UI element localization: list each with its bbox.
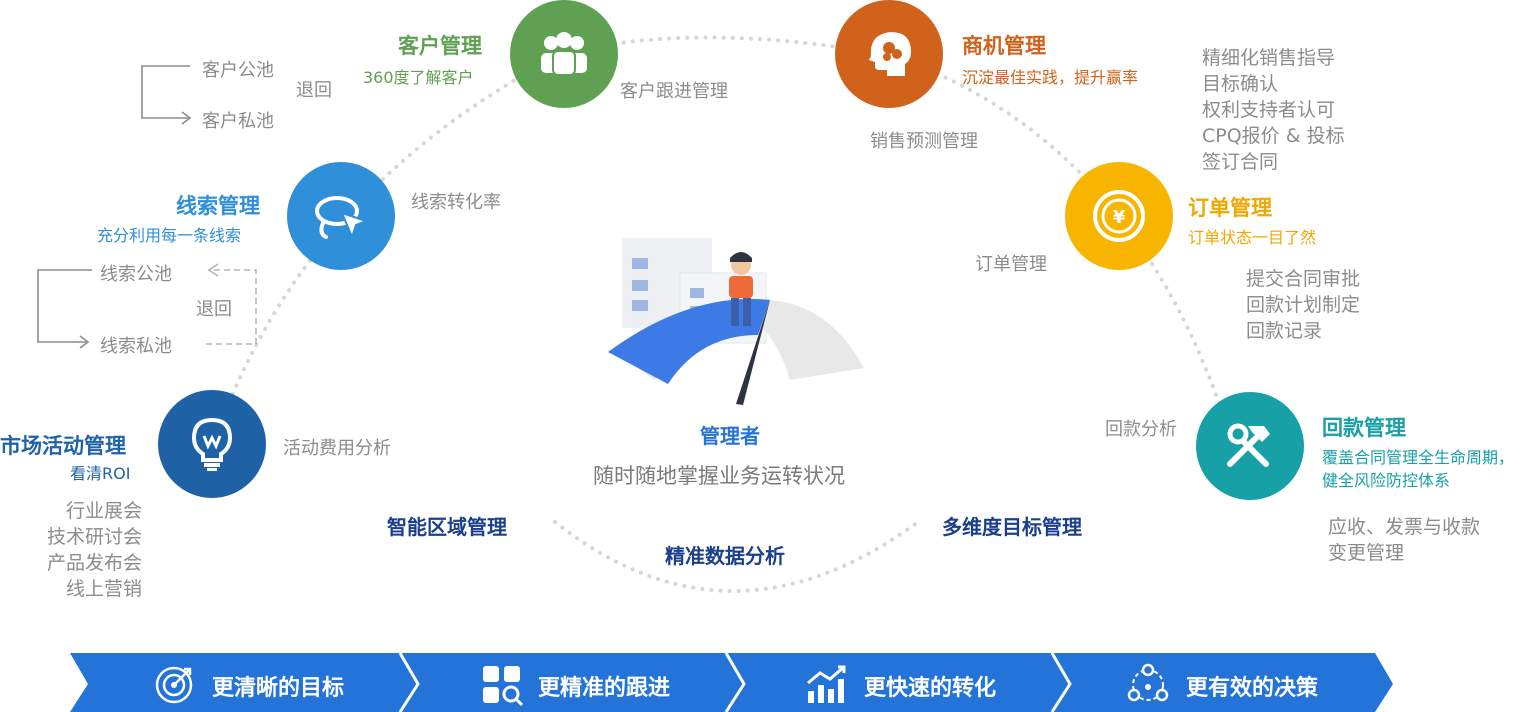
opportunity-step: 签订合同 — [1202, 151, 1279, 173]
order-step: 回款记录 — [1246, 320, 1323, 342]
lead-pool-private: 线索私池 — [100, 336, 172, 357]
network-icon — [1127, 663, 1169, 702]
payment-step: 变更管理 — [1328, 542, 1405, 564]
lead-pool-bracket — [37, 269, 92, 343]
marketing-item: 产品发布会 — [46, 552, 142, 574]
payment-link-label: 回款分析 — [1105, 419, 1177, 440]
opportunity-step: 权利支持者认可 — [1202, 99, 1336, 121]
banner-segment-1 — [70, 653, 418, 712]
hammer-wrench-icon — [1227, 423, 1270, 467]
customer-return-label: 退回 — [296, 80, 332, 101]
lead-subtitle: 充分利用每一条线索 — [97, 226, 242, 245]
banner-label-1: 更清晰的目标 — [212, 676, 345, 701]
opportunity-node[interactable] — [835, 0, 943, 108]
customer-title: 客户管理 — [398, 34, 482, 58]
marketing-title: 市场活动管理 — [0, 434, 126, 458]
order-subtitle: 订单状态一目了然 — [1188, 228, 1317, 247]
marketing-item: 线上营销 — [65, 578, 142, 600]
opportunity-step: 目标确认 — [1202, 73, 1279, 95]
grid-search-icon — [483, 666, 524, 707]
banner-label-4: 更有效的决策 — [1186, 676, 1319, 701]
order-title: 订单管理 — [1188, 196, 1272, 220]
customer-pool-private: 客户私池 — [202, 111, 274, 132]
marketing-item: 技术研讨会 — [46, 526, 142, 548]
banner-separator — [1050, 652, 1072, 712]
lead-return-label: 退回 — [196, 299, 232, 320]
payment-subtitle-line1: 覆盖合同管理全生命周期， — [1322, 448, 1515, 467]
order-link-label: 订单管理 — [975, 254, 1047, 275]
customer-pool-arrowhead — [181, 111, 192, 125]
lasso-cursor-icon — [315, 196, 369, 240]
customer-link-label: 客户跟进管理 — [620, 81, 728, 102]
target-icon — [155, 666, 193, 704]
bottom-dotted-arc — [553, 520, 920, 593]
lead-link-label: 线索转化率 — [411, 192, 501, 213]
banner-separator — [724, 652, 746, 712]
opportunity-step: 精细化销售指导 — [1202, 47, 1336, 69]
payment-title: 回款管理 — [1322, 416, 1406, 440]
brain-head-icon — [869, 32, 911, 76]
customer-node[interactable] — [510, 0, 618, 108]
banner-label-2: 更精准的跟进 — [538, 676, 671, 701]
bottom-middle-label: 精准数据分析 — [665, 544, 785, 568]
lead-return-dashed — [206, 269, 257, 345]
payment-step: 应收、发票与收款 — [1328, 516, 1481, 538]
payment-subtitle-line2: 健全风险防控体系 — [1322, 471, 1451, 490]
marketing-node[interactable] — [158, 390, 266, 498]
lead-pool-public: 线索公池 — [100, 264, 172, 285]
opportunity-step: CPQ报价 & 投标 — [1202, 125, 1345, 147]
banner-separator — [398, 652, 420, 712]
lightbulb-icon — [191, 417, 233, 471]
lead-title: 线索管理 — [176, 194, 260, 218]
lead-pool-arrowhead — [79, 335, 90, 349]
marketing-item: 行业展会 — [65, 500, 142, 522]
order-step: 回款计划制定 — [1246, 294, 1361, 316]
order-step: 提交合同审批 — [1246, 268, 1361, 290]
dashboard-illustration — [608, 238, 864, 405]
opportunity-steps: 精细化销售指导 目标确认 权利支持者认可 CPQ报价 & 投标 签订合同 — [1202, 45, 1345, 175]
lead-return-arrowhead — [207, 263, 219, 277]
bar-chart-icon — [807, 665, 846, 703]
opportunity-title: 商机管理 — [962, 34, 1046, 58]
svg-text:¥: ¥ — [1113, 207, 1126, 228]
bottom-right-label: 多维度目标管理 — [942, 515, 1082, 539]
banner-label-3: 更快速的转化 — [864, 676, 997, 701]
payment-node[interactable] — [1196, 392, 1304, 500]
order-node[interactable]: ¥ — [1065, 162, 1173, 270]
marketing-subtitle: 看清ROI — [70, 464, 131, 483]
opportunity-link-label: 销售预测管理 — [870, 131, 978, 152]
marketing-items: 行业展会 技术研讨会 产品发布会 线上营销 — [32, 498, 142, 602]
customer-pool-bracket — [141, 65, 190, 119]
opportunity-subtitle: 沉淀最佳实践，提升赢率 — [962, 68, 1139, 87]
customer-subtitle: 360度了解客户 — [363, 68, 474, 87]
center-subtitle: 随时随地掌握业务运转状况 — [593, 464, 845, 488]
customer-pool-public: 客户公池 — [202, 60, 274, 81]
payment-steps: 应收、发票与收款 变更管理 — [1328, 514, 1480, 566]
order-steps: 提交合同审批 回款计划制定 回款记录 — [1246, 266, 1360, 344]
lead-node[interactable] — [287, 162, 395, 270]
users-icon — [541, 32, 587, 76]
yen-coin-icon: ¥ — [1093, 190, 1145, 242]
center-title: 管理者 — [700, 424, 760, 448]
bottom-left-label: 智能区域管理 — [387, 515, 507, 539]
marketing-link-label: 活动费用分析 — [283, 438, 391, 459]
